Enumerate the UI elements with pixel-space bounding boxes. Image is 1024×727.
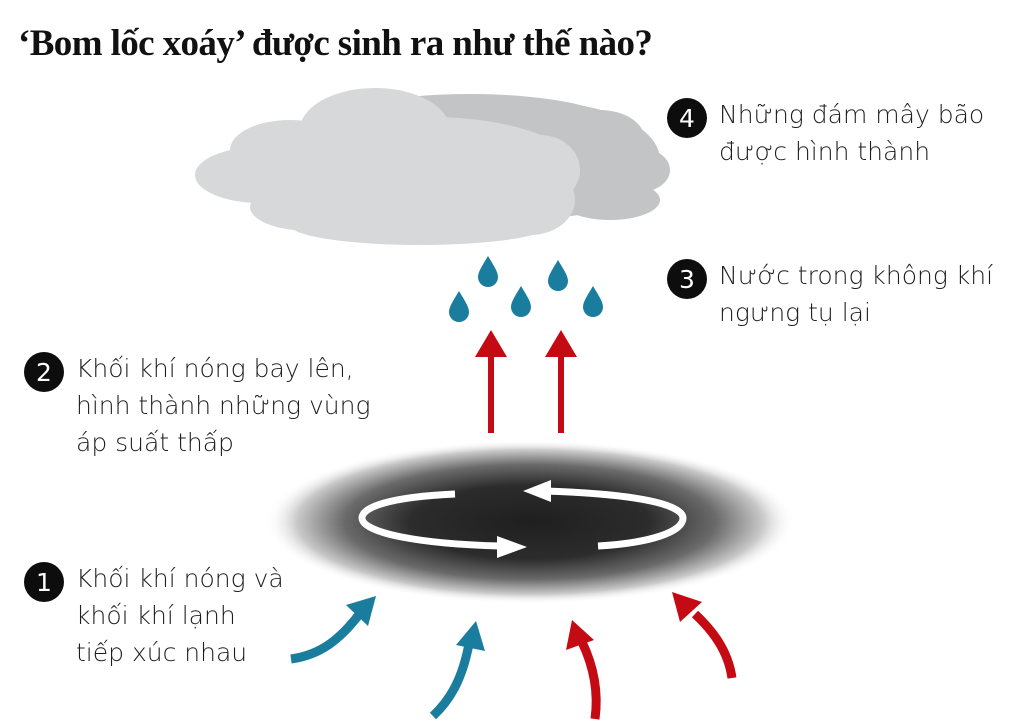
rising-air-arrows [475,330,577,433]
step-4-text: Những đám mây bão được hình thành [719,100,985,166]
step-2: 2 Khối khí nóng bay lên, hình thành nhữn… [24,350,370,461]
step-4: 4 Những đám mây bão được hình thành [667,96,984,170]
step-2-text: Khối khí nóng bay lên, hình thành những … [76,354,371,457]
low-pressure-zone [265,440,795,604]
step-3-badge: 3 [667,259,707,299]
diagram-title: ‘Bom lốc xoáy’ được sinh ra như thế nào? [18,23,653,64]
rotation-arrows-icon [358,487,687,550]
cold-air-inflow-arrows [290,596,485,720]
step-1-text: Khối khí nóng và khối khí lạnh tiếp xúc … [76,564,284,667]
step-3-text: Nước trong không khí ngưng tụ lại [719,261,994,327]
storm-cloud-icon [195,88,670,245]
warm-air-inflow-arrows [566,592,737,720]
step-2-badge: 2 [24,352,64,392]
rotation-arrowheads [497,480,551,558]
step-1: 1 Khối khí nóng và khối khí lạnh tiếp xú… [24,560,284,671]
water-droplet-icons [449,256,603,322]
step-1-badge: 1 [24,562,64,602]
step-4-badge: 4 [667,98,707,138]
step-3: 3 Nước trong không khí ngưng tụ lại [667,257,993,331]
